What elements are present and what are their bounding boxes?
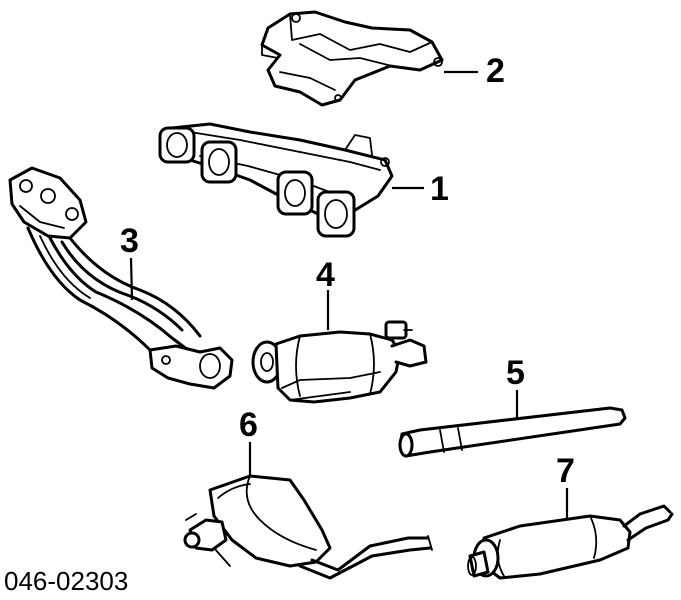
callout-3: 3: [120, 222, 139, 260]
diagram-code: 046-02303: [4, 566, 128, 596]
manifold-flange-2: [200, 140, 238, 184]
intermediate-pipe-part[interactable]: [398, 390, 627, 458]
catalytic-converter-part[interactable]: [251, 290, 428, 404]
manifold-flange-3: [276, 170, 314, 216]
center-muffler-part[interactable]: [183, 442, 433, 580]
manifold-flange-4: [316, 190, 356, 238]
front-pipe-part[interactable]: [8, 166, 234, 390]
heat-shield-part[interactable]: [260, 10, 478, 107]
callout-4: 4: [316, 256, 335, 294]
rear-muffler-part[interactable]: [467, 488, 674, 580]
callout-2: 2: [486, 52, 505, 90]
callout-6: 6: [239, 406, 258, 444]
exhaust-manifold-part[interactable]: [158, 122, 424, 238]
manifold-flange-1: [158, 126, 196, 164]
callout-1: 1: [430, 170, 449, 208]
callout-5: 5: [506, 354, 525, 392]
callout-7: 7: [556, 452, 575, 490]
